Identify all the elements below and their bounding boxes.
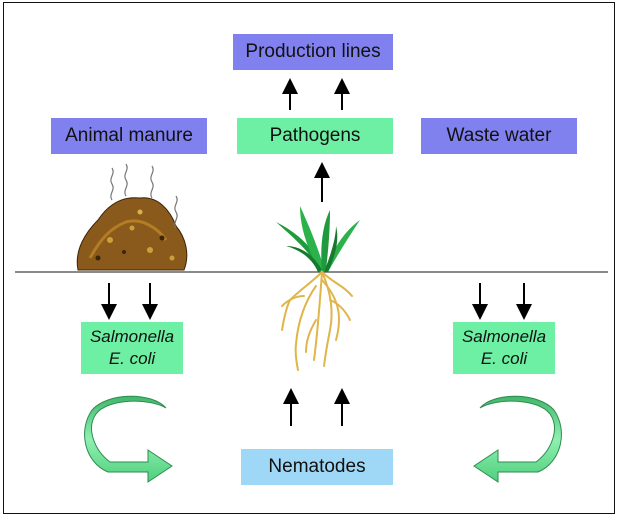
pathogens-box: Pathogens bbox=[237, 118, 393, 154]
cycle-arrow-right-icon bbox=[473, 395, 562, 483]
waste-water-box: Waste water bbox=[421, 118, 577, 154]
animal-manure-label: Animal manure bbox=[65, 125, 193, 146]
production-lines-box: Production lines bbox=[233, 34, 393, 70]
bacteria-left-box: Salmonella E. coli bbox=[81, 322, 183, 374]
bacteria-left-line2: E. coli bbox=[108, 349, 156, 368]
bacteria-right-line1: Salmonella bbox=[461, 327, 547, 346]
plant-icon bbox=[276, 206, 360, 371]
nematodes-box: Nematodes bbox=[241, 449, 393, 485]
bacteria-right-line2: E. coli bbox=[480, 349, 528, 368]
bacteria-right-box: Salmonella E. coli bbox=[453, 322, 555, 374]
waste-water-label: Waste water bbox=[446, 125, 552, 146]
production-lines-label: Production lines bbox=[245, 41, 381, 62]
nematodes-label: Nematodes bbox=[268, 456, 366, 477]
animal-manure-box: Animal manure bbox=[51, 118, 207, 154]
cycle-arrow-left-icon bbox=[84, 395, 173, 483]
manure-pile-icon bbox=[76, 163, 188, 271]
bacteria-left-line1: Salmonella bbox=[89, 327, 175, 346]
pathogens-label: Pathogens bbox=[269, 125, 361, 146]
